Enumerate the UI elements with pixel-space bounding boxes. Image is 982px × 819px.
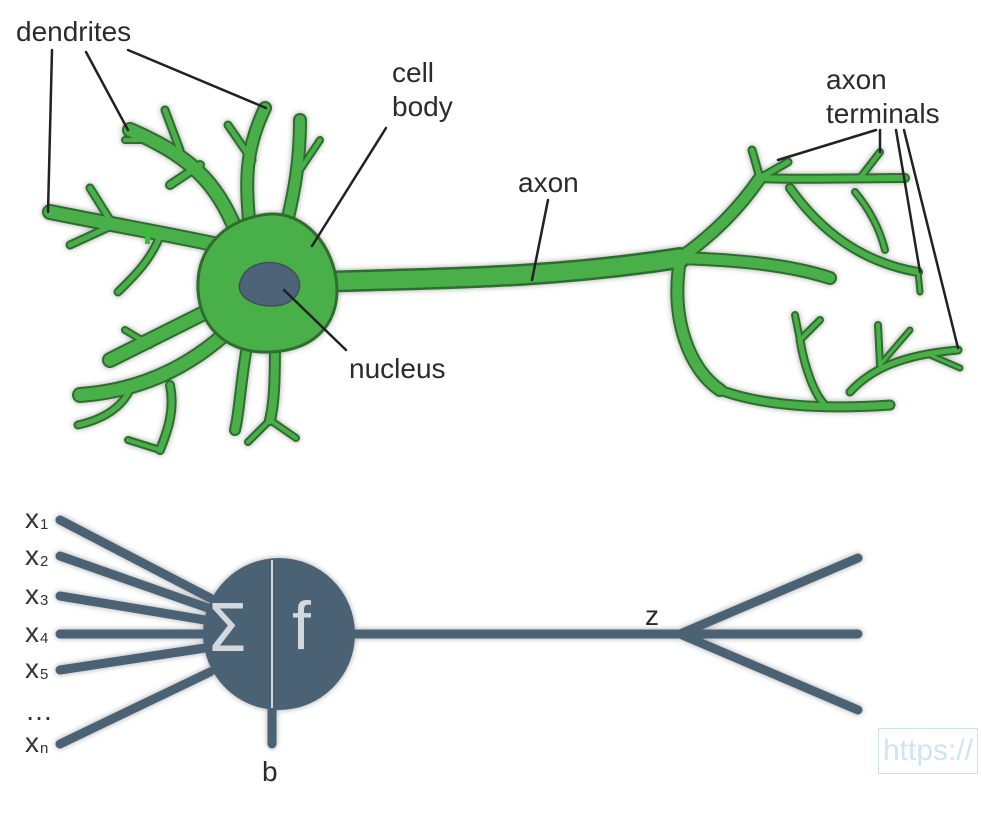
leader-axon [530, 198, 550, 282]
input-label-3: x3 [25, 580, 48, 615]
input-label-7: xn [25, 728, 48, 763]
input-label-4: x4 [25, 618, 48, 653]
watermark-text: https:// [878, 728, 978, 774]
leader-cell-body [310, 126, 388, 248]
input-var: x [25, 540, 39, 571]
input-line-n [55, 667, 215, 749]
leader-dendrites-3 [126, 48, 268, 110]
input-subscript: 3 [40, 592, 49, 609]
sum-symbol: Σ [206, 590, 248, 667]
input-var: x [25, 653, 39, 684]
input-line-5 [55, 643, 210, 675]
input-var: x [25, 503, 39, 534]
input-var: … [25, 695, 53, 726]
label-axon: axon [518, 167, 579, 198]
output-branch-top [675, 553, 863, 639]
leader-dendrites-1 [46, 48, 54, 214]
input-line-3 [55, 591, 210, 625]
green-tick [145, 228, 150, 244]
biological-neuron [42, 101, 964, 455]
activation-symbol: f [292, 588, 311, 664]
input-label-1: x1 [25, 504, 48, 539]
input-label-5: x5 [25, 654, 48, 689]
input-line-2 [55, 551, 213, 613]
input-subscript: 2 [40, 553, 49, 570]
artificial-neuron [55, 515, 863, 749]
leader-terminals-3 [894, 128, 922, 274]
neuron-body [203, 558, 355, 710]
leader-nucleus [282, 288, 348, 352]
input-var: x [25, 579, 39, 610]
input-label-2: x2 [25, 541, 48, 576]
label-axon-terminals: axon terminals [826, 64, 940, 129]
input-subscript: 5 [40, 666, 49, 683]
leader-terminals-1 [776, 128, 878, 162]
leader-terminals-4 [902, 128, 960, 350]
input-subscript: 1 [40, 516, 49, 533]
input-var: x [25, 617, 39, 648]
label-dendrites: dendrites [16, 16, 132, 47]
output-label-z: z [645, 600, 659, 631]
label-nucleus: nucleus [349, 353, 446, 384]
label-cell-body: cell body [392, 57, 453, 122]
leader-dendrites-2 [84, 50, 130, 132]
nucleus-shape [238, 261, 301, 307]
label-leaders [46, 48, 960, 352]
input-subscript: n [40, 740, 49, 757]
input-subscript: 4 [40, 630, 49, 647]
input-var: x [25, 727, 39, 758]
input-lines [55, 515, 863, 749]
input-line-1 [55, 515, 215, 603]
bias-label-b: b [262, 756, 278, 787]
input-label-6: … [25, 696, 53, 726]
output-branch-bottom [675, 629, 863, 715]
